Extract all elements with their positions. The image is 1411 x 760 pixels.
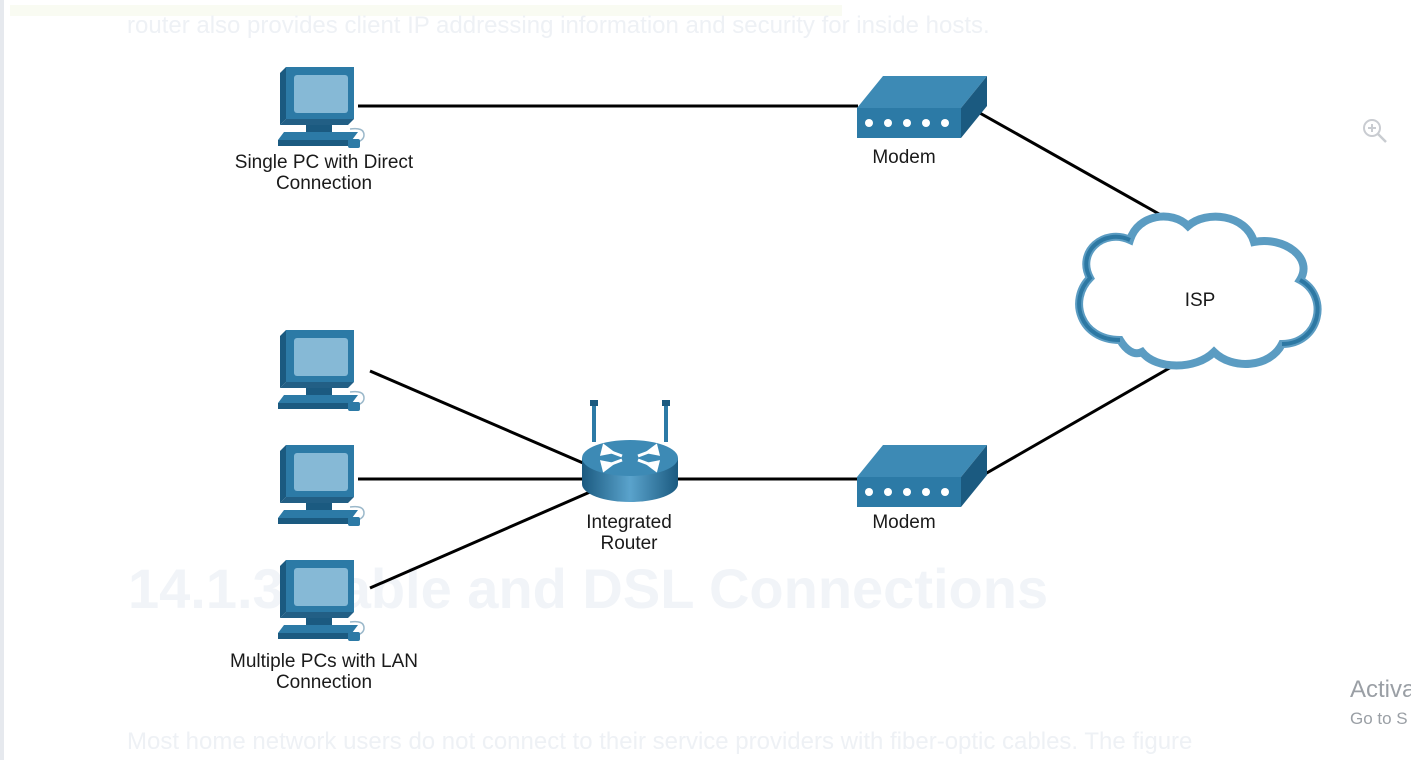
modem-bottom-label: Modem	[872, 512, 935, 533]
link-modem-to-isp-top	[977, 110, 1185, 230]
isp-label: ISP	[1185, 290, 1216, 311]
modem-icon	[857, 76, 987, 138]
pc-icon	[277, 66, 365, 149]
pc-icon	[277, 444, 365, 527]
cloud-icon	[1075, 212, 1322, 370]
activation-watermark-title: Activa	[1350, 676, 1411, 703]
link-pc3-to-router	[369, 490, 591, 590]
multi-pc-label-line1: Multiple PCs with LAN	[230, 651, 418, 672]
background-intro-text: router also provides client IP addressin…	[127, 12, 990, 39]
left-border	[0, 0, 4, 760]
zoom-in-icon[interactable]	[1360, 116, 1390, 146]
single-pc-label-line1: Single PC with Direct	[235, 152, 414, 173]
multi-pc-label-line2: Connection	[276, 672, 372, 693]
background-body-text: Most home network users do not connect t…	[127, 728, 1193, 755]
router-label-line1: Integrated	[586, 512, 672, 533]
modem-icon	[857, 445, 987, 507]
pc-icon	[277, 329, 365, 412]
router-icon	[582, 400, 678, 502]
link-pc1-to-router	[369, 369, 591, 468]
router-label-line2: Router	[600, 533, 658, 554]
link-lines	[358, 104, 1185, 590]
modem-top-label: Modem	[872, 147, 935, 168]
single-pc-label-line2: Connection	[276, 173, 372, 194]
link-modem-to-isp-bottom	[977, 360, 1181, 480]
activation-watermark-subtitle: Go to S	[1350, 709, 1408, 728]
highlight-bar	[10, 5, 842, 16]
pc-icon	[277, 559, 365, 642]
